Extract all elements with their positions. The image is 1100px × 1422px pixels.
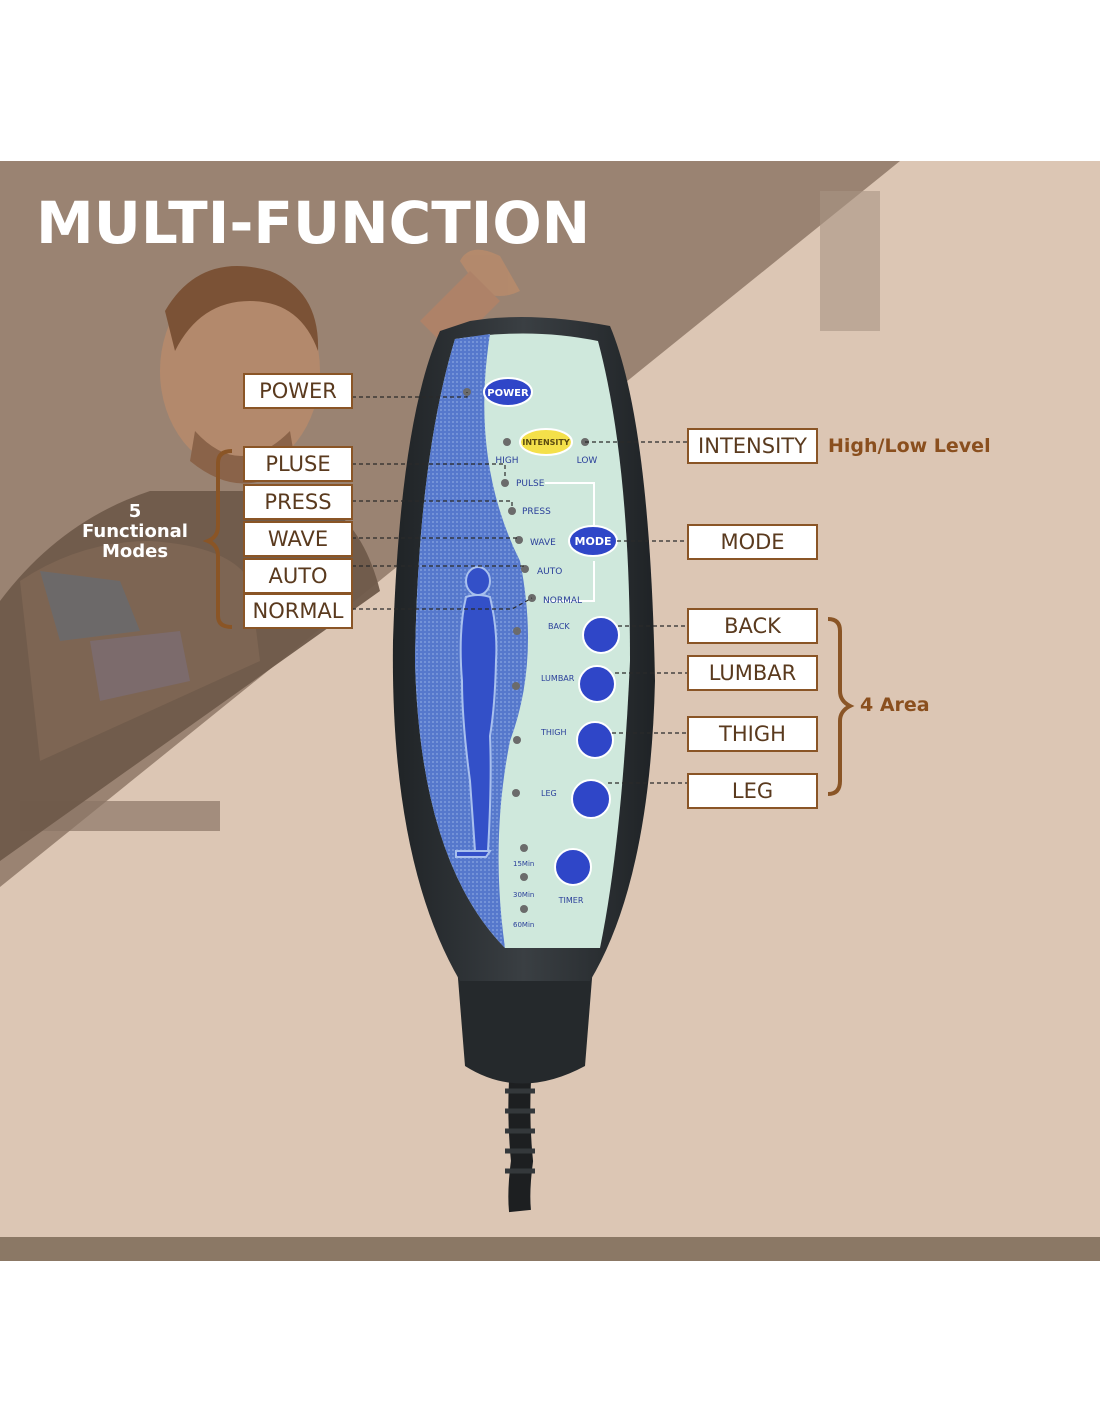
callout-leg: LEG <box>687 773 818 809</box>
svg-text:15Min: 15Min <box>513 860 534 868</box>
callout-thigh: THIGH <box>687 716 818 752</box>
intensity-button <box>519 428 573 456</box>
bottom-strip <box>0 1237 1100 1261</box>
callout-mode: MODE <box>687 524 818 560</box>
svg-text:LOW: LOW <box>577 456 598 466</box>
svg-text:WAVE: WAVE <box>530 538 556 548</box>
callout-power: POWER <box>243 373 353 409</box>
callout-lumbar: LUMBAR <box>687 655 818 691</box>
svg-text:HIGH: HIGH <box>495 456 518 466</box>
svg-text:30Min: 30Min <box>513 891 534 899</box>
callout-back: BACK <box>687 608 818 644</box>
page-title: MULTI-FUNCTION <box>36 189 591 257</box>
thigh-button <box>576 721 614 759</box>
callout-normal: NORMAL <box>243 593 353 629</box>
callout-press: PRESS <box>243 484 353 520</box>
svg-text:BACK: BACK <box>548 622 570 631</box>
svg-text:60Min: 60Min <box>513 921 534 929</box>
svg-text:MODE: MODE <box>575 535 612 548</box>
intensity-note: High/Low Level <box>828 435 991 457</box>
callout-leader-lines <box>352 392 688 784</box>
lumbar-button <box>578 665 616 703</box>
svg-text:PULSE: PULSE <box>516 479 545 489</box>
banner-background: POWER INTENSITY HIGH LOW PULSE PRESS WAV… <box>0 161 1100 1237</box>
modes-brace <box>202 449 233 629</box>
svg-text:TIMER: TIMER <box>558 896 584 905</box>
callout-wave: WAVE <box>243 521 353 557</box>
svg-text:PRESS: PRESS <box>522 507 551 517</box>
svg-text:LEG: LEG <box>541 789 557 798</box>
timer-button <box>554 848 592 886</box>
svg-text:POWER: POWER <box>487 388 529 399</box>
back-button <box>582 616 620 654</box>
modes-line2: Modes <box>101 541 169 562</box>
callout-pluse: PLUSE <box>243 446 353 482</box>
modes-line1: Functional <box>82 521 188 542</box>
remote-cable <box>508 1080 534 1213</box>
remote-control: POWER INTENSITY HIGH LOW PULSE PRESS WAV… <box>392 317 655 1213</box>
leg-button <box>571 779 611 819</box>
callout-auto: AUTO <box>243 558 353 594</box>
banner-art: POWER INTENSITY HIGH LOW PULSE PRESS WAV… <box>0 161 900 1213</box>
area-label: 4 Area <box>860 694 930 716</box>
power-button <box>483 377 533 407</box>
area-brace <box>827 617 855 796</box>
functional-modes-label: 5 Functional Modes <box>70 502 200 562</box>
svg-text:NORMAL: NORMAL <box>543 596 582 606</box>
callout-intensity: INTENSITY <box>687 428 818 464</box>
modes-count: 5 <box>128 501 142 522</box>
human-figure-icon <box>455 566 498 858</box>
svg-text:LUMBAR: LUMBAR <box>541 674 575 683</box>
svg-text:THIGH: THIGH <box>540 728 566 737</box>
svg-text:INTENSITY: INTENSITY <box>522 438 569 447</box>
svg-text:AUTO: AUTO <box>537 567 562 577</box>
